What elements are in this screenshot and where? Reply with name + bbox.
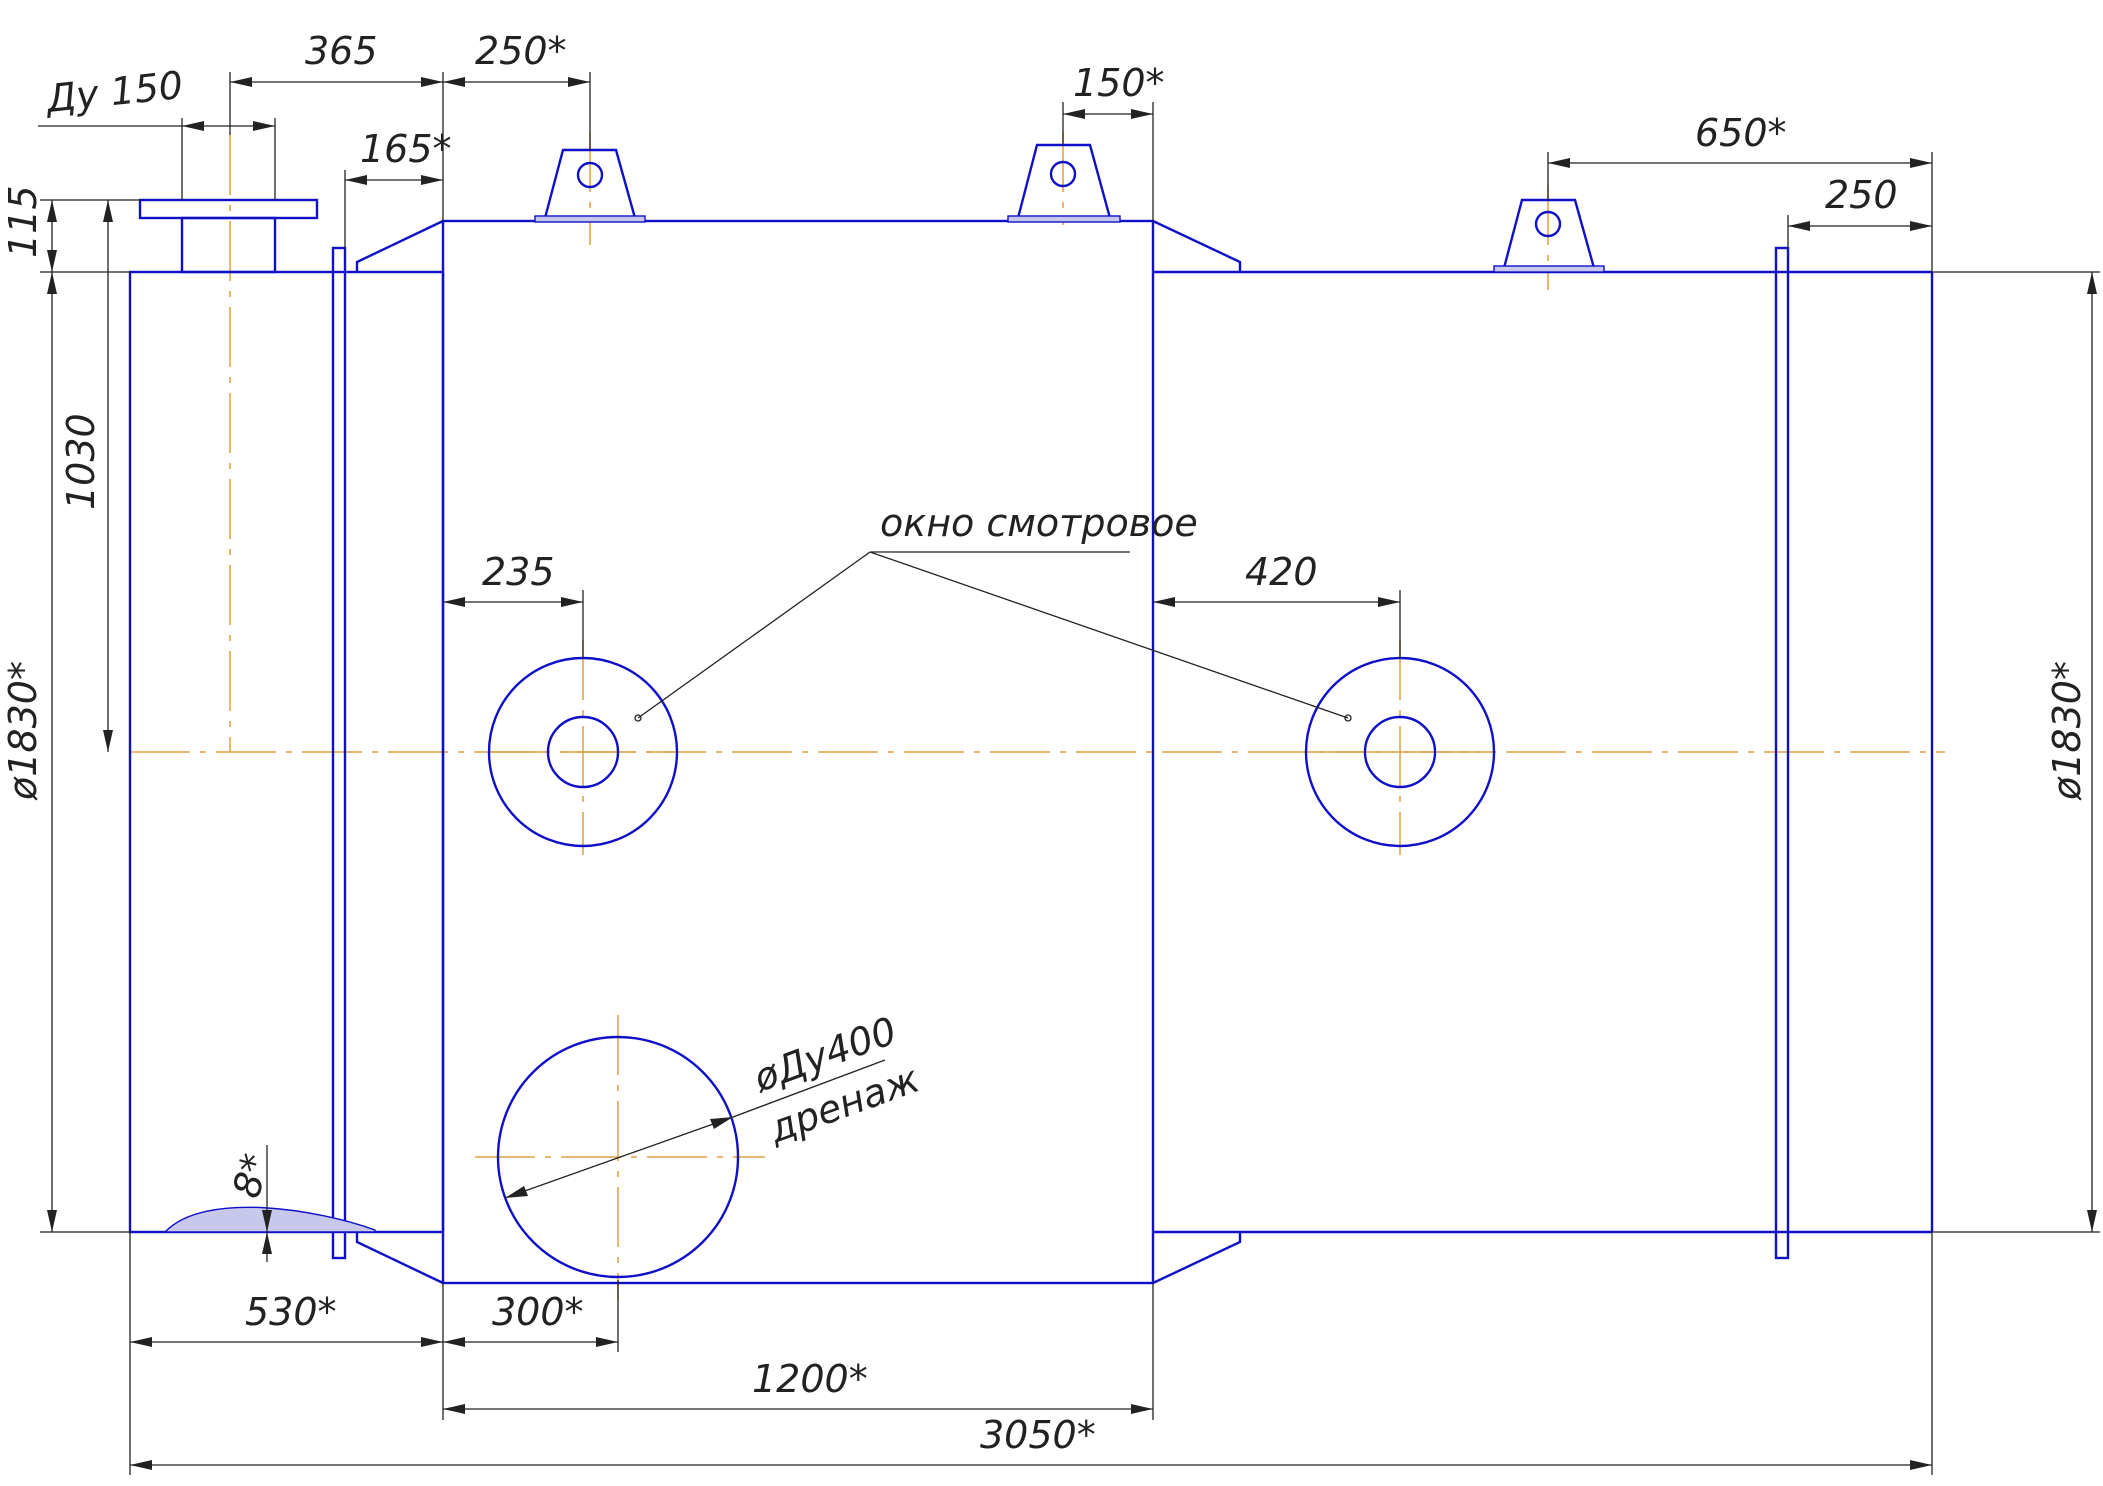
dimension-labels: Ду 150 365 250* 165* 150* 650* 250 115 1… (1, 29, 2089, 1457)
label-530: 530* (245, 1290, 337, 1334)
label-dn150: Ду 150 (42, 63, 185, 121)
label-365: 365 (305, 29, 378, 73)
label-3050: 3050* (980, 1413, 1096, 1457)
nozzle-dn150 (138, 198, 319, 274)
label-650: 650* (1695, 111, 1787, 155)
label-300: 300* (492, 1290, 584, 1334)
label-1030: 1030 (59, 413, 103, 510)
label-235: 235 (482, 550, 555, 594)
label-150: 150* (1073, 61, 1165, 105)
central-chamber (441, 219, 1155, 1285)
lifting-lug-3 (1493, 198, 1605, 273)
weld-mark (163, 1206, 376, 1233)
label-dia-right: ø1830* (2045, 661, 2089, 801)
label-420: 420 (1245, 550, 1318, 594)
arrowheads (47, 77, 2097, 1470)
lifting-lug-1 (534, 148, 646, 223)
label-115: 115 (1, 185, 45, 258)
drain-opening (496, 1035, 740, 1279)
label-1200: 1200* (752, 1357, 868, 1401)
label-250-top: 250* (475, 29, 567, 73)
annotations: окно смотровое øДу400 дренаж (747, 501, 1198, 1152)
window-annotation: окно смотровое (880, 501, 1198, 545)
dimension-lines (38, 72, 2100, 1475)
label-8: 8* (224, 1149, 278, 1202)
label-250-right: 250 (1825, 173, 1898, 217)
lifting-lug-2 (1007, 143, 1121, 223)
right-flange (1774, 246, 1790, 1260)
left-flange (331, 246, 347, 1260)
label-dia-left: ø1830* (1, 661, 45, 801)
label-165: 165* (360, 127, 452, 171)
center-lines (130, 132, 1945, 1300)
